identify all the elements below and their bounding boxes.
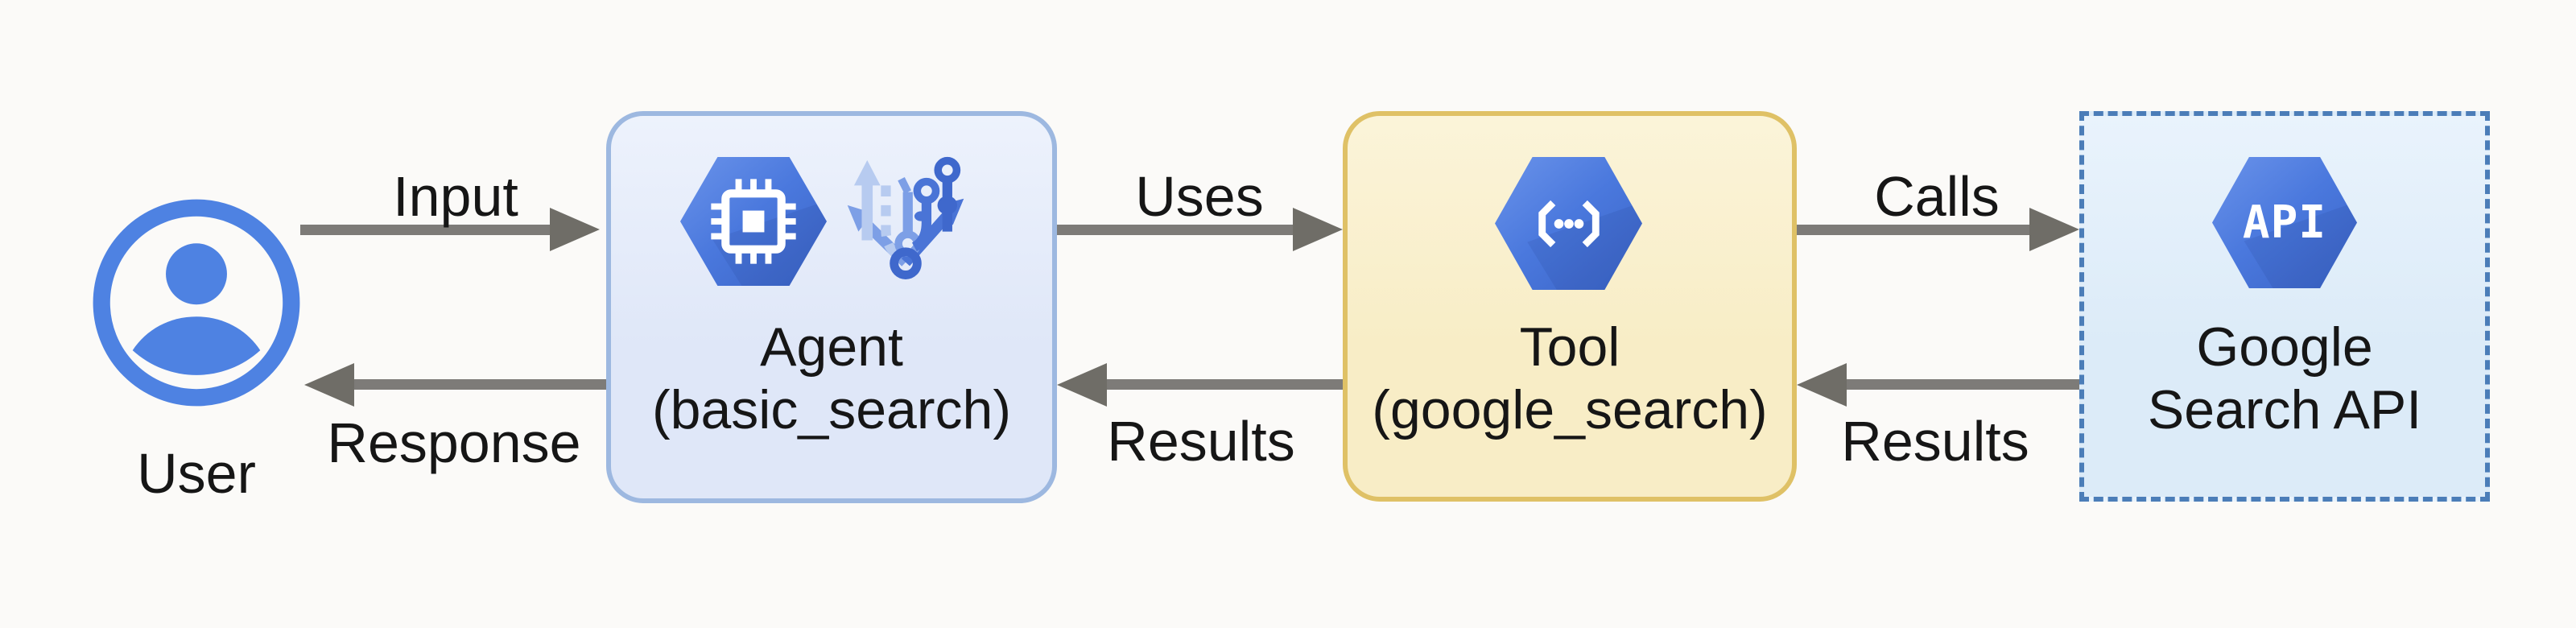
results-tool-agent-edge-label: Results (1107, 410, 1295, 473)
uses-edge-label: Uses (1135, 165, 1264, 228)
results-api-tool-arrow-shaft (1845, 379, 2079, 390)
agent-subtitle: (basic_search) (652, 379, 1011, 440)
tool-subtitle: (google_search) (1372, 379, 1768, 440)
agent-node-caption: Agent (basic_search) (606, 316, 1057, 441)
api-node-caption: Google Search API (2079, 316, 2490, 441)
uses-arrow-shaft (1057, 225, 1294, 235)
tool-node-caption: Tool (google_search) (1343, 316, 1797, 441)
calls-arrowhead-icon (2029, 208, 2079, 251)
input-edge-label: Input (393, 165, 518, 228)
user-node-label: User (137, 442, 256, 505)
response-edge-label: Response (327, 411, 581, 474)
api-subtitle: Search API (2147, 379, 2422, 440)
calls-edge-label: Calls (1874, 165, 2000, 228)
results-tool-agent-arrow-shaft (1105, 379, 1343, 390)
response-arrow-shaft (353, 379, 606, 390)
input-arrow-shaft (300, 225, 551, 235)
response-arrowhead-icon (304, 363, 354, 407)
uses-arrowhead-icon (1293, 208, 1343, 251)
results-api-tool-arrowhead-icon (1797, 363, 1847, 407)
input-arrowhead-icon (550, 208, 600, 251)
calls-arrow-shaft (1797, 225, 2031, 235)
workflow-branches-icon (847, 156, 964, 279)
agent-node-box (606, 111, 1057, 503)
tool-title: Tool (1519, 316, 1620, 378)
api-title: Google (2196, 316, 2373, 378)
results-api-tool-edge-label: Results (1841, 410, 2029, 473)
results-tool-agent-arrowhead-icon (1057, 363, 1107, 407)
user-circle-icon (93, 199, 300, 407)
api-hexagon-label: API (2242, 196, 2327, 249)
agent-title: Agent (760, 316, 903, 378)
